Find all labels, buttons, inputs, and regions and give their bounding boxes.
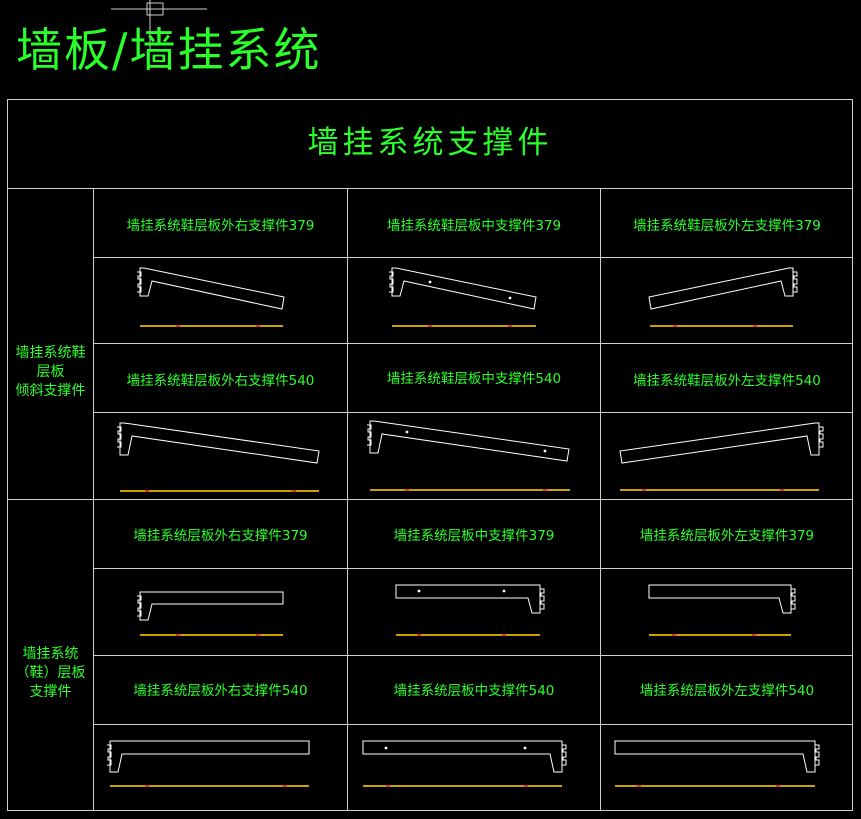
cell-label-inclined-540-middle: 墙挂系统鞋层板中支撑件540 (386, 371, 562, 387)
grid-vline-col3 (600, 189, 601, 811)
cell-label-flat-379-outer-left: 墙挂系统层板外左支撑件379 (639, 528, 815, 544)
cell-label-inclined-379-outer-left: 墙挂系统鞋层板外左支撑件379 (633, 218, 821, 234)
drawing-flat-379-outer-right (136, 591, 284, 636)
group-label-line: 倾斜支撑件 (15, 383, 86, 399)
page-title: 墙板/墙挂系统 (16, 23, 322, 77)
grid-vline-group (93, 189, 94, 811)
grid-hline (93, 655, 853, 656)
cell-label-inclined-540-outer-left: 墙挂系统鞋层板外左支撑件540 (633, 373, 821, 389)
group-label-line: 墙挂系统 (22, 646, 79, 662)
group-label-line: 层板 (36, 364, 65, 380)
drawing-inclined-379-outer-right (136, 267, 285, 327)
drawing-inclined-540-outer-left (619, 422, 824, 491)
grid-hline (93, 724, 853, 725)
group-label-line: 支撑件 (29, 684, 72, 700)
group-label-flat: 墙挂系统 （鞋）层板 支撑件 (8, 645, 93, 702)
title-crosshair-mark (111, 0, 207, 50)
cell-label-flat-379-middle: 墙挂系统层板中支撑件379 (393, 528, 555, 544)
drawing-flat-379-outer-left (648, 584, 796, 636)
drawing-inclined-540-middle (366, 420, 570, 491)
cell-label-inclined-379-middle: 墙挂系统鞋层板中支撑件379 (386, 218, 562, 234)
group-label-line: （鞋）层板 (15, 665, 86, 681)
grid-vline-col2 (347, 189, 348, 811)
group-label-inclined: 墙挂系统鞋 层板 倾斜支撑件 (8, 344, 93, 401)
cell-label-inclined-540-outer-right: 墙挂系统鞋层板外右支撑件540 (126, 373, 315, 389)
support-table (7, 99, 853, 811)
drawing-inclined-379-middle (388, 267, 537, 327)
grid-hline (93, 343, 853, 344)
drawing-flat-540-outer-left (614, 740, 820, 787)
grid-hline-group-divider (7, 499, 853, 500)
grid-hline (93, 568, 853, 569)
cell-label-flat-379-outer-right: 墙挂系统层板外右支撑件379 (133, 528, 308, 544)
drawing-flat-540-outer-right (106, 740, 310, 787)
drawing-inclined-379-outer-left (648, 267, 798, 327)
cell-label-flat-540-middle: 墙挂系统层板中支撑件540 (393, 683, 555, 699)
drawing-flat-379-middle (395, 584, 545, 636)
drawing-inclined-540-outer-right (116, 422, 320, 492)
cell-label-inclined-379-outer-right: 墙挂系统鞋层板外右支撑件379 (126, 218, 315, 234)
cell-label-flat-540-outer-right: 墙挂系统层板外右支撑件540 (133, 683, 308, 699)
drawing-flat-540-middle (362, 740, 567, 787)
grid-hline (93, 412, 853, 413)
cell-label-flat-540-outer-left: 墙挂系统层板外左支撑件540 (639, 683, 815, 699)
table-header: 墙挂系统支撑件 (307, 125, 553, 161)
table-header-row: 墙挂系统支撑件 (7, 99, 853, 189)
group-label-line: 墙挂系统鞋 (15, 345, 86, 361)
grid-hline (93, 257, 853, 258)
